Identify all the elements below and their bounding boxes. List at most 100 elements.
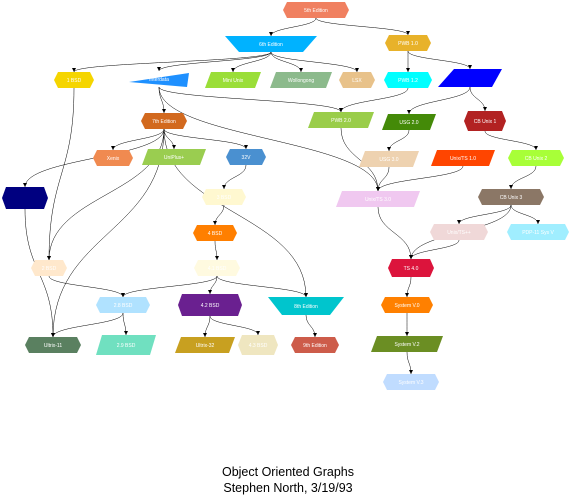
node-unixts10[interactable]: Unix/TS 1.0	[431, 150, 495, 166]
edge-arrow-pwb10-pwb12	[406, 68, 410, 72]
node-bsd2[interactable]: 2 BSD	[31, 260, 67, 276]
node-shape-wollongong	[270, 72, 332, 88]
node-shape-bsd1	[54, 72, 94, 88]
node-shape-pwb20	[308, 112, 374, 128]
node-label-bsd3: 3 BSD	[217, 195, 232, 201]
node-ts40[interactable]: TS 4.0	[388, 259, 434, 277]
edge-n6th-wollongong	[270, 51, 302, 73]
node-minunix[interactable]: Mini Unix	[205, 72, 261, 88]
node-n8th[interactable]: 8th Edition	[268, 297, 344, 315]
node-label-pdp11sysv: PDP-11 Sys V	[522, 230, 554, 236]
node-bsd28[interactable]: 2.8 BSD	[96, 297, 150, 313]
edge-arrow-v32-bsd3	[222, 185, 226, 189]
node-shape-n9th	[291, 337, 339, 353]
node-shape-usg10	[438, 69, 502, 87]
node-bsd41[interactable]: 4.1 BSD	[194, 260, 240, 276]
edge-bsd41-n8th	[216, 275, 307, 298]
node-shape-xenix	[93, 150, 133, 166]
node-shape-unixtspp	[430, 224, 488, 240]
node-bsd29[interactable]: 2.9 BSD	[96, 335, 156, 355]
node-n6th[interactable]: 6th Edition	[225, 36, 317, 52]
node-pwb12[interactable]: PWB 1.2	[384, 72, 432, 88]
node-label-sysv2: System V.2	[394, 342, 419, 348]
edge-cbunix1-cbunix2	[484, 130, 537, 151]
edge-arrow-n6th-wollongong	[299, 68, 303, 72]
edge-cbunix2-cbunix3	[510, 165, 537, 190]
node-cbunix2[interactable]: CB Unix 2	[508, 150, 564, 166]
node-shape-unixts30	[336, 191, 420, 207]
node-usg10[interactable]	[438, 69, 502, 87]
node-sysv3[interactable]: System V.3	[383, 374, 439, 390]
node-label-n5th: 5th Edition	[304, 8, 328, 14]
node-shape-sysv3	[383, 374, 439, 390]
node-label-usg20: USG 2.0	[399, 120, 418, 126]
node-bsd42[interactable]: 4.2 BSD	[178, 294, 242, 316]
node-xenix[interactable]: Xenix	[93, 150, 133, 166]
node-unixtspp[interactable]: Unix/TS++	[430, 224, 488, 240]
edge-arrow-interdata-n7th	[162, 109, 166, 113]
edge-bsd1-bsd2	[48, 87, 75, 261]
node-label-minunix: Mini Unix	[223, 78, 244, 84]
node-n9th[interactable]: 9th Edition	[291, 337, 339, 353]
node-pwb20[interactable]: PWB 2.0	[308, 112, 374, 128]
edge-cbunix3-pdp11sysv	[510, 204, 539, 225]
node-bsd43[interactable]: 4.3 BSD	[238, 335, 278, 355]
node-label-lsx: LSX	[352, 78, 362, 84]
edge-arrow-n7th-uniplus	[172, 145, 176, 149]
node-usg30[interactable]: USG 3.0	[359, 151, 419, 167]
edge-n5th-pwb10	[315, 17, 409, 36]
node-ultrix11[interactable]: Ultrix-11	[25, 337, 81, 353]
edge-arrow-pwb10-usg10	[468, 65, 472, 69]
node-label-bsd4: 4 BSD	[208, 231, 223, 237]
edge-arrow-sysv2-sysv3	[409, 370, 413, 374]
edge-arrow-usg10-cbunix1	[483, 107, 487, 111]
node-lsx[interactable]: LSX	[339, 72, 375, 88]
node-label-v32: 32V	[242, 155, 252, 161]
node-label-unixtspp: Unix/TS++	[447, 230, 471, 236]
node-label-wollongong: Wollongong	[288, 78, 315, 84]
node-ultrix32[interactable]: Ultrix-32	[175, 337, 235, 353]
node-pdp11sysv[interactable]: PDP-11 Sys V	[507, 224, 569, 240]
node-pwb10[interactable]: PWB 1.0	[385, 35, 431, 51]
edge-arrow-bsd3-bsd4	[213, 221, 217, 225]
node-shape-ultrix32	[175, 337, 235, 353]
node-shape-v32	[226, 149, 266, 165]
edge-n7th-bsd2	[48, 128, 165, 261]
edge-arrow-bsd42-bsd43	[256, 331, 260, 335]
node-cbunix1[interactable]: CB Unix 1	[464, 111, 506, 131]
edge-arrow-n6th-interdata	[157, 67, 161, 71]
edge-bsd2-bsd28	[48, 275, 124, 298]
node-sysv0[interactable]: System V.0	[381, 297, 433, 313]
node-shape-uniplus	[142, 149, 206, 165]
node-label-bsd42: 4.2 BSD	[201, 303, 220, 309]
node-shape-minunix	[205, 72, 261, 88]
node-bsd3[interactable]: 3 BSD	[202, 189, 246, 205]
node-shape-bsd28	[96, 297, 150, 313]
node-cbunix3[interactable]: CB Unix 3	[478, 189, 544, 205]
edge-interdata-pwb20	[158, 86, 342, 113]
node-label-bsd1: 1 BSD	[67, 78, 82, 84]
node-bsd4[interactable]: 4 BSD	[193, 225, 237, 241]
node-n8th_dummy[interactable]	[2, 187, 48, 209]
node-sysv2[interactable]: System V.2	[371, 336, 443, 352]
node-usg20[interactable]: USG 2.0	[382, 114, 436, 130]
node-interdata[interactable]: Interdata	[129, 73, 189, 87]
edge-arrow-n7th-xenix	[111, 146, 115, 150]
node-label-interdata: Interdata	[149, 77, 169, 83]
node-shape-ts40	[388, 259, 434, 277]
node-uniplus[interactable]: UniPlus+	[142, 149, 206, 165]
edge-unixts10-unixts30	[377, 165, 464, 192]
node-unixts30[interactable]: Unix/TS 3.0	[336, 191, 420, 207]
node-shape-cbunix3	[478, 189, 544, 205]
node-n7th[interactable]: 7th Edition	[141, 113, 187, 129]
node-v32[interactable]: 32V	[226, 149, 266, 165]
node-shape-n8th	[268, 297, 344, 315]
node-bsd1[interactable]: 1 BSD	[54, 72, 94, 88]
edge-arrow-cbunix3-unixtspp	[457, 220, 461, 224]
node-n5th[interactable]: 5th Edition	[283, 2, 349, 18]
edge-n5th-n6th	[270, 17, 317, 37]
node-shape-bsd2	[31, 260, 67, 276]
node-shape-usg30	[359, 151, 419, 167]
node-wollongong[interactable]: Wollongong	[270, 72, 332, 88]
